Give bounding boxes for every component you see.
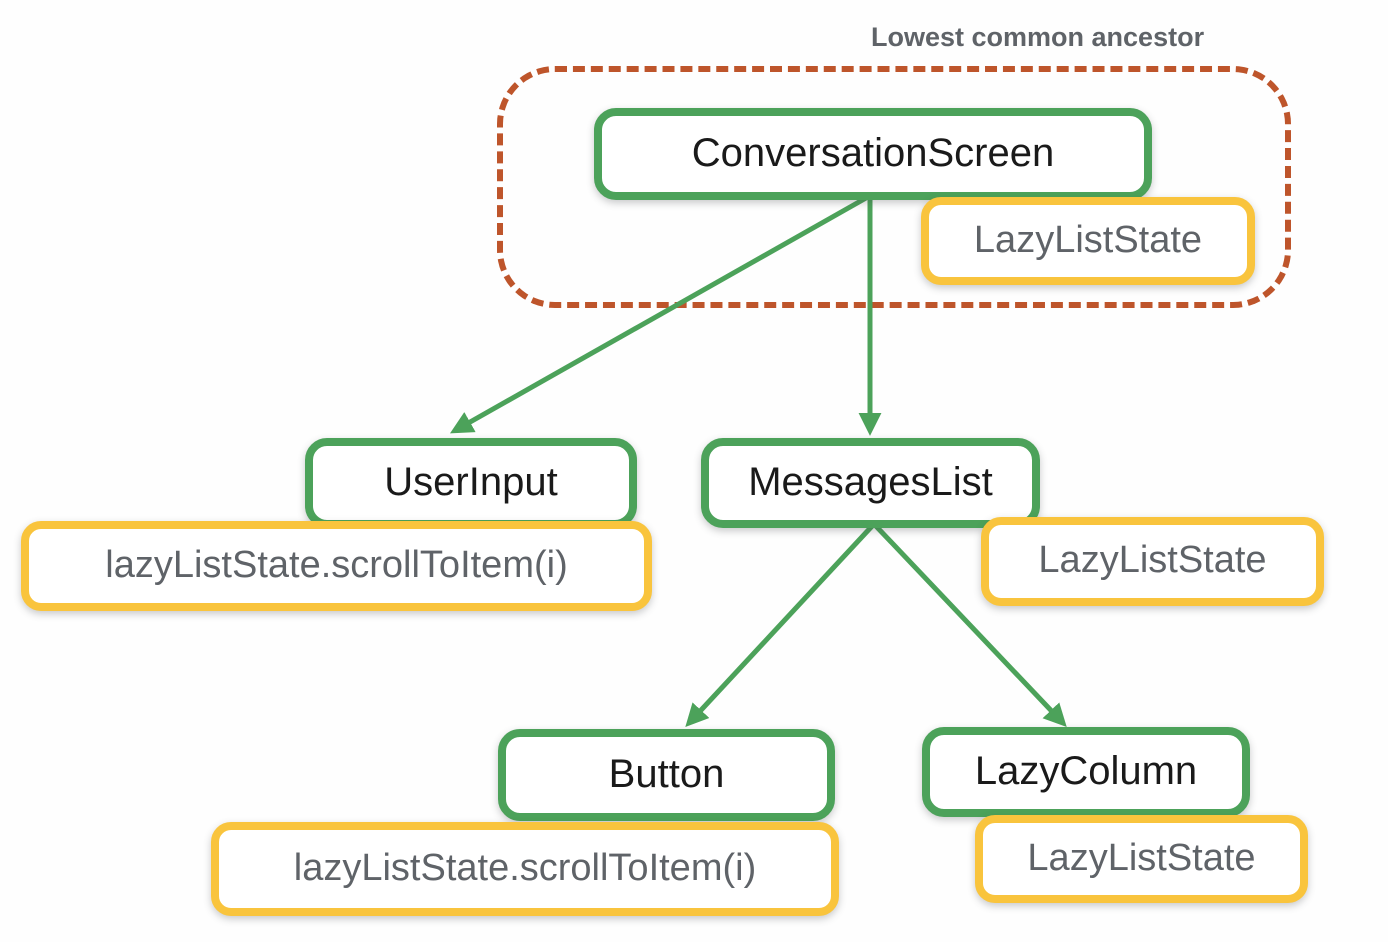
node-lazy-column-lazyliststate: LazyListState (975, 815, 1308, 903)
node-lazy-column-label: LazyColumn (974, 748, 1198, 793)
node-messages-list-lazyliststate-label: LazyListState (1038, 539, 1267, 581)
node-button-scrolltoitem-call-label: lazyListState.scrollToItem(i) (293, 846, 757, 889)
node-conversation-screen-lazyliststate: LazyListState (921, 197, 1255, 285)
node-button: Button (498, 729, 835, 821)
node-messages-list-lazyliststate: LazyListState (981, 517, 1324, 606)
node-conversation-screen-lazyliststate-label: LazyListState (973, 218, 1203, 261)
node-messages-list-label: MessagesList (748, 459, 993, 504)
edge-conversationscreen-userinput (449, 195, 868, 434)
node-user-input-scrolltoitem-call: lazyListState.scrollToItem(i) (21, 521, 652, 611)
node-user-input: UserInput (305, 438, 637, 528)
node-user-input-scrolltoitem-call-label: lazyListState.scrollToItem(i) (105, 543, 568, 586)
node-user-input-label: UserInput (384, 459, 558, 504)
node-conversation-screen: ConversationScreen (594, 108, 1152, 200)
lowest-common-ancestor-outline (497, 66, 1291, 308)
edge-messageslist-button (685, 522, 876, 728)
edge-messageslist-lazycolumn (872, 522, 1067, 728)
node-conversation-screen-label: ConversationScreen (691, 130, 1055, 175)
node-messages-list: MessagesList (701, 438, 1040, 528)
lowest-common-ancestor-label: Lowest common ancestor (871, 22, 1205, 52)
node-lazy-column-lazyliststate-label: LazyListState (1027, 836, 1256, 879)
node-button-scrolltoitem-call: lazyListState.scrollToItem(i) (211, 822, 839, 916)
node-lazy-column: LazyColumn (922, 727, 1250, 817)
node-button-label: Button (608, 751, 725, 796)
